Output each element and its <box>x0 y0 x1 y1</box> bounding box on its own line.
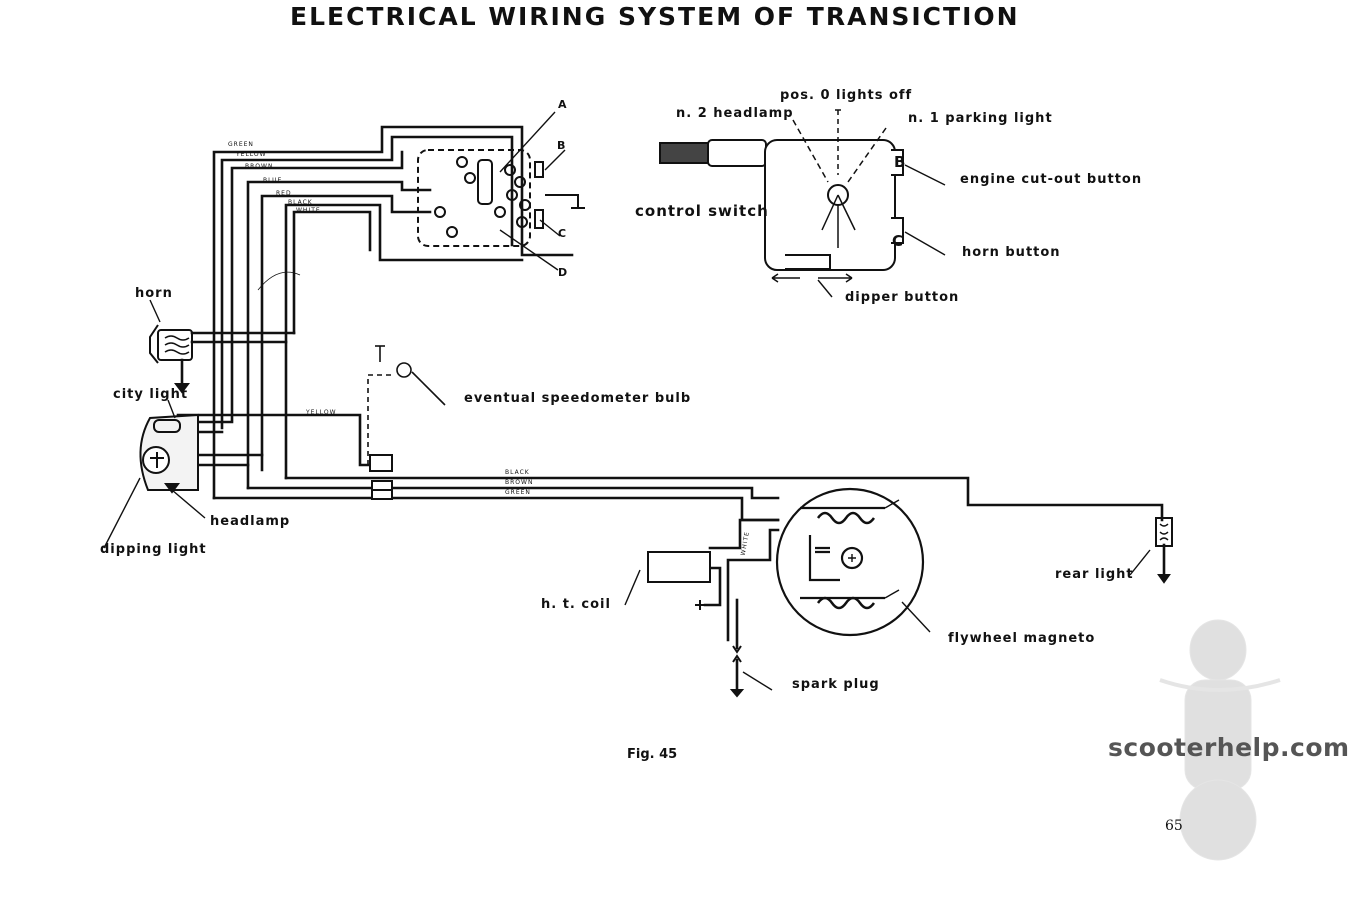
label-control-switch: control switch <box>635 202 769 220</box>
label-n1-parking-light: n. 1 parking light <box>908 111 1053 126</box>
label-spark-plug: spark plug <box>792 677 880 692</box>
label-horn-button: horn button <box>962 245 1061 260</box>
label-engine-cutout-button: engine cut-out button <box>960 172 1143 187</box>
wire-label-green: GREEN <box>228 141 254 148</box>
wire-white <box>292 210 372 335</box>
wire-brown <box>230 150 404 422</box>
label-pos0: pos. 0 lights off <box>780 88 913 103</box>
control-switch-letter-c: C <box>892 232 904 250</box>
wire-red <box>260 194 432 472</box>
wire-green <box>212 125 574 500</box>
wire-label-black-main: BLACK <box>505 469 530 476</box>
wire-label-white: WHITE <box>296 207 321 214</box>
control-switch-letter-b: B <box>894 153 906 171</box>
watermark: scooterhelp.com <box>1108 733 1350 762</box>
page-number: 65 <box>1165 818 1183 834</box>
page-title: ELECTRICAL WIRING SYSTEM OF TRANSICTION <box>290 2 1020 31</box>
switch-letter-c: C <box>558 227 567 240</box>
label-ht-coil: h. t. coil <box>541 597 611 612</box>
label-dipper-button: dipper button <box>845 290 960 305</box>
label-flywheel-magneto: flywheel magneto <box>948 631 1096 646</box>
wire-label-blue: BLUE <box>263 177 283 184</box>
label-rear-light: rear light <box>1055 567 1134 582</box>
wire-label-red: RED <box>276 190 292 197</box>
wire-black <box>284 203 524 480</box>
wire-label-green-main: GREEN <box>505 489 531 496</box>
figure-caption: Fig. 45 <box>627 747 678 762</box>
wire-label-yellow-mid: YELLOW <box>306 409 337 416</box>
label-city-light: city light <box>113 387 189 402</box>
label-speedometer-bulb: eventual speedometer bulb <box>464 391 692 406</box>
wire-label-black: BLACK <box>288 199 313 206</box>
label-dipping-light: dipping light <box>100 542 207 557</box>
wire-yellow <box>220 135 514 430</box>
wire-blue <box>246 180 432 490</box>
wire-label-yellow: YELLOW <box>236 151 267 158</box>
label-horn: horn <box>135 286 173 301</box>
label-n2-headlamp: n. 2 headlamp <box>676 106 794 121</box>
wire-label-brown-main: BROWN <box>505 479 534 486</box>
switch-letter-d: D <box>558 266 568 279</box>
switch-letter-b: B <box>557 139 566 152</box>
wire-label-brown: BROWN <box>245 163 274 170</box>
label-headlamp: headlamp <box>210 514 291 529</box>
switch-letter-a: A <box>558 98 567 111</box>
